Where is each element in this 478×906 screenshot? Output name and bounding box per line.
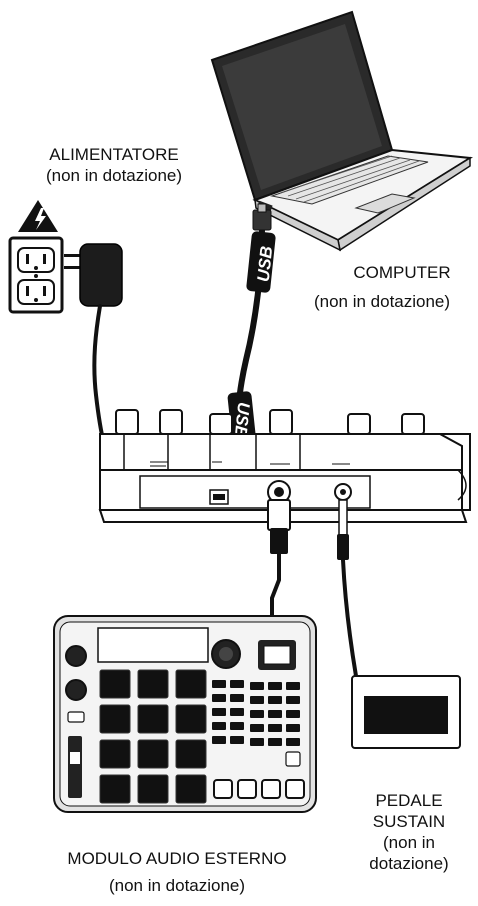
keyboard-controller-rear — [98, 409, 471, 523]
computer-label: COMPUTER (non in dotazione) — [292, 262, 472, 312]
drum-pads — [99, 669, 207, 804]
power-supply-title: ALIMENTATORE — [49, 145, 179, 164]
sustain-pedal-line2: SUSTAIN — [372, 812, 446, 831]
warning-high-voltage-icon — [18, 200, 58, 232]
sustain-cable — [337, 499, 358, 678]
audio-module-note: (non in dotazione) — [108, 876, 246, 895]
audio-module-title: MODULO AUDIO ESTERNO — [67, 849, 287, 868]
midi-cable — [267, 499, 291, 620]
computer-note: (non in dotazione) — [313, 292, 451, 311]
sustain-pedal-line1: PEDALE — [375, 791, 443, 810]
laptop-computer — [210, 10, 474, 252]
audio-module-label: MODULO AUDIO ESTERNO (non in dotazione) — [24, 848, 330, 896]
sustain-pedal — [351, 675, 461, 749]
sustain-pedal-line4: dotazione) — [369, 854, 449, 873]
wall-outlet-icon — [8, 236, 64, 314]
power-supply-note: (non in dotazione) — [45, 166, 183, 185]
usb-cable-label-bottom: USB — [231, 401, 254, 439]
power-supply-label: ALIMENTATORE (non in dotazione) — [14, 144, 214, 186]
computer-title: COMPUTER — [353, 263, 451, 282]
sustain-pedal-line3: (non in — [383, 833, 435, 852]
usb-cable-label-top: USB — [254, 245, 277, 283]
sustain-pedal-label: PEDALE SUSTAIN (non in dotazione) — [352, 790, 466, 874]
external-audio-module — [53, 615, 317, 813]
